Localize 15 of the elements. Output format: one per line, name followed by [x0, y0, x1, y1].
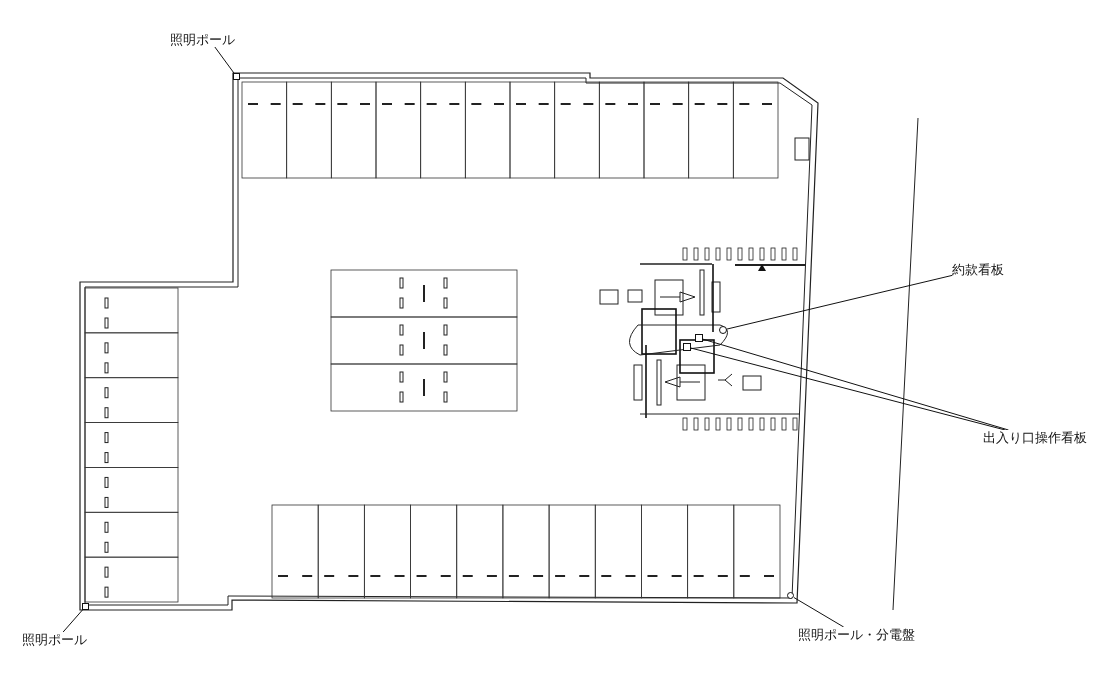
callout-label: 約款看板 [952, 262, 1004, 277]
equipment-marker [82, 603, 89, 610]
equipment-marker [683, 343, 691, 351]
callout-label: 照明ポール [170, 32, 235, 47]
sign-marker [719, 326, 727, 334]
leader-line [62, 609, 83, 633]
callout-label: 照明ポール [22, 632, 87, 647]
sign-marker [787, 592, 794, 599]
callout-label: 出入り口操作看板 [983, 430, 1087, 445]
leader-line [793, 597, 845, 628]
leader-line [213, 45, 235, 74]
equipment-marker [233, 73, 240, 80]
leader-line [726, 274, 953, 330]
equipment-marker [695, 334, 703, 342]
callout-label: 照明ポール・分電盤 [798, 627, 915, 642]
